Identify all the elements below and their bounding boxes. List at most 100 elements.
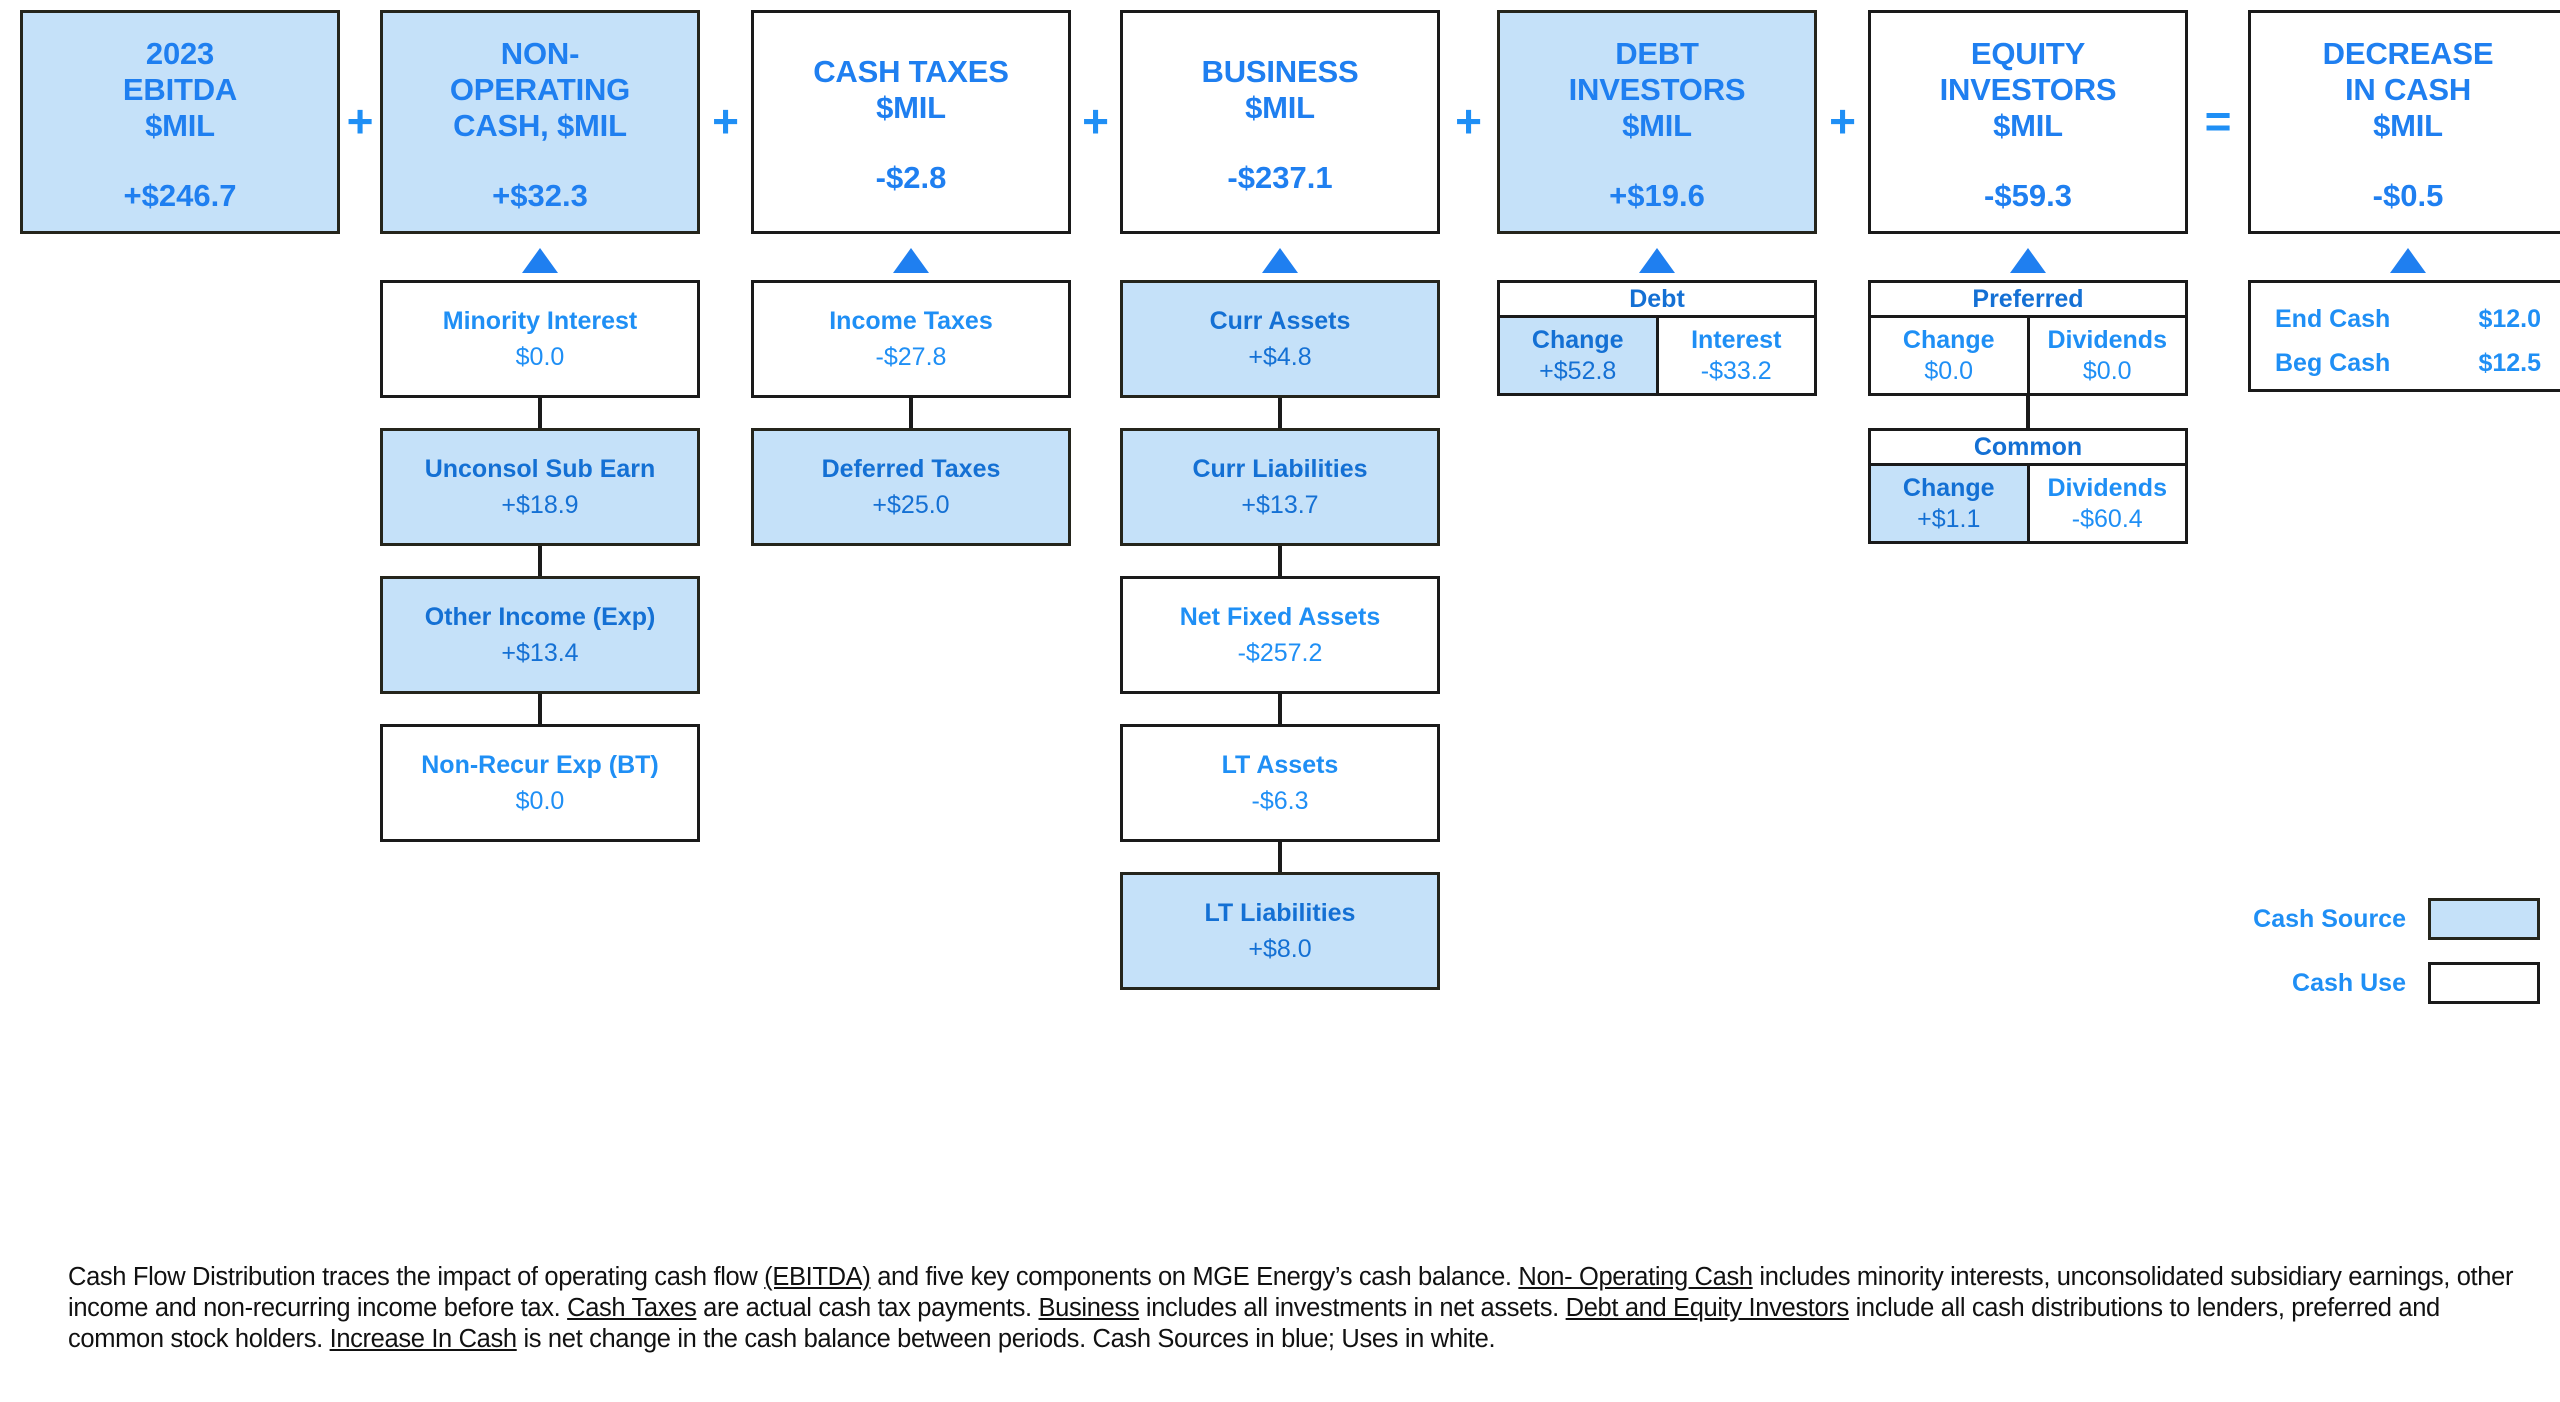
header-title-business: BUSINESS$MIL <box>1201 54 1359 125</box>
header-amount-cash-taxes: -$2.8 <box>875 160 947 195</box>
sub-label: Unconsol Sub Earn <box>424 455 656 483</box>
header-amount-non-operating-cash: +$32.3 <box>492 178 588 213</box>
up-arrow-icon <box>1262 248 1298 273</box>
sub-label: Non-Recur Exp (BT) <box>421 751 659 779</box>
sub-label: LT Assets <box>1221 751 1339 779</box>
legend-item: Cash Use <box>2180 962 2540 1004</box>
cell-header: Dividends <box>2047 325 2167 354</box>
header-title-cash-taxes: CASH TAXES$MIL <box>813 54 1009 125</box>
connector-line <box>2026 396 2030 428</box>
legend-swatch <box>2428 898 2540 940</box>
table-title-preferred: Preferred <box>1868 280 2188 318</box>
sub-box-cash-taxes-1[interactable]: Deferred Taxes+$25.0 <box>751 428 1071 546</box>
cell-value: $0.0 <box>1924 356 1974 385</box>
legend-label: Cash Source <box>2253 904 2406 933</box>
cash-summary-label: Beg Cash <box>2275 349 2391 377</box>
sub-label: Curr Liabilities <box>1192 455 1368 483</box>
table-cell-dividends[interactable]: Dividends$0.0 <box>2026 318 2185 393</box>
cell-header: Dividends <box>2047 473 2167 502</box>
up-arrow-icon <box>522 248 558 273</box>
operator-plus-2: + <box>1082 95 1109 147</box>
sub-value: -$27.8 <box>875 343 947 371</box>
sub-box-cash-taxes-0[interactable]: Income Taxes -$27.8 <box>751 280 1071 398</box>
connector-line <box>909 398 913 428</box>
up-arrow-icon <box>2010 248 2046 273</box>
header-amount-debt-investors: +$19.6 <box>1609 178 1705 213</box>
sub-box-business-0[interactable]: Curr Assets +$4.8 <box>1120 280 1440 398</box>
sub-label: LT Liabilities <box>1204 899 1356 927</box>
cash-summary-label: End Cash <box>2275 305 2391 333</box>
connector-line <box>1278 398 1282 428</box>
sub-box-business-2[interactable]: Net Fixed Assets-$257.2 <box>1120 576 1440 694</box>
legend-label: Cash Use <box>2292 968 2406 997</box>
header-amount-equity-investors: -$59.3 <box>1984 178 2072 213</box>
sub-label: Deferred Taxes <box>821 455 1001 483</box>
header-amount-ebitda: +$246.7 <box>123 178 237 213</box>
sub-box-non-operating-cash-0[interactable]: Minority Interest $0.0 <box>380 280 700 398</box>
cash-summary-row: End Cash $12.0 <box>2275 297 2541 341</box>
header-amount-decrease-in-cash: -$0.5 <box>2372 178 2444 213</box>
sub-box-non-operating-cash-3[interactable]: Non-Recur Exp (BT)$0.0 <box>380 724 700 842</box>
table-cell-change[interactable]: Change$0.0 <box>1871 318 2027 393</box>
cell-value: -$33.2 <box>1700 356 1772 385</box>
cash-summary-row: Beg Cash $12.5 <box>2275 341 2541 385</box>
table-title-common: Common <box>1868 428 2188 466</box>
cell-header: Interest <box>1691 325 1782 354</box>
connector-line <box>538 398 542 428</box>
header-box-business[interactable]: BUSINESS$MIL -$237.1 <box>1120 10 1440 234</box>
cell-header: Change <box>1531 325 1624 354</box>
header-box-cash-taxes[interactable]: CASH TAXES$MIL -$2.8 <box>751 10 1071 234</box>
connector-line <box>1278 694 1282 724</box>
sub-label: Income Taxes <box>829 307 993 335</box>
connector-line <box>1278 546 1282 576</box>
cell-value: -$60.4 <box>2071 504 2143 533</box>
connector-line <box>538 546 542 576</box>
sub-value: -$257.2 <box>1237 639 1323 667</box>
operator-plus-0: + <box>346 95 374 147</box>
sub-value: $0.0 <box>515 343 565 371</box>
sub-label: Curr Assets <box>1209 307 1351 335</box>
cell-value: +$1.1 <box>1917 504 1981 533</box>
operator-plus-4: + <box>1829 95 1856 147</box>
cell-value: +$52.8 <box>1539 356 1617 385</box>
table-cell-interest[interactable]: Interest-$33.2 <box>1655 318 1814 393</box>
sub-box-non-operating-cash-2[interactable]: Other Income (Exp)+$13.4 <box>380 576 700 694</box>
sub-value: +$4.8 <box>1248 343 1312 371</box>
cash-summary-value: $12.5 <box>2478 349 2541 377</box>
sub-box-business-3[interactable]: LT Assets-$6.3 <box>1120 724 1440 842</box>
table-cell-change[interactable]: Change+$1.1 <box>1871 466 2027 541</box>
cash-summary-value: $12.0 <box>2478 305 2541 333</box>
connector-line <box>538 694 542 724</box>
table-cell-dividends[interactable]: Dividends-$60.4 <box>2026 466 2185 541</box>
sub-box-business-4[interactable]: LT Liabilities +$8.0 <box>1120 872 1440 990</box>
sub-value: +$8.0 <box>1248 935 1312 963</box>
operator-plus-3: + <box>1455 95 1482 147</box>
footnote-text: Cash Flow Distribution traces the impact… <box>68 1263 2514 1353</box>
sub-value: +$13.7 <box>1241 491 1319 519</box>
header-amount-business: -$237.1 <box>1227 160 1333 195</box>
sub-label: Minority Interest <box>442 307 638 335</box>
operator-plus-1: + <box>712 95 739 147</box>
sub-label: Other Income (Exp) <box>424 603 656 631</box>
sub-box-business-1[interactable]: Curr Liabilities +$13.7 <box>1120 428 1440 546</box>
sub-box-non-operating-cash-1[interactable]: Unconsol Sub Earn+$18.9 <box>380 428 700 546</box>
connector-line <box>1278 842 1282 872</box>
table-cell-change[interactable]: Change+$52.8 <box>1500 318 1656 393</box>
